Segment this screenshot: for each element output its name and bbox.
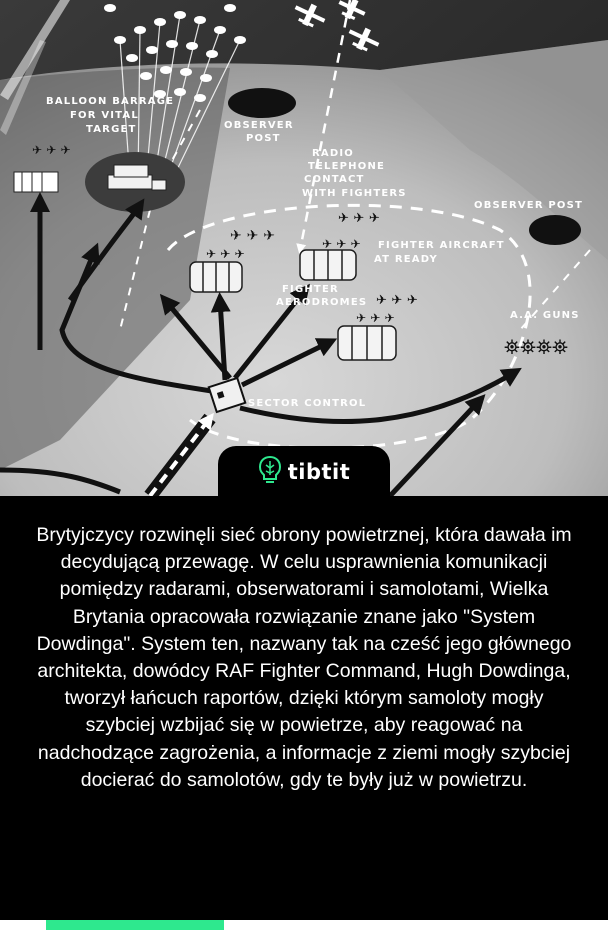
airfield-left	[13, 171, 59, 193]
label-balloon-for-vital: FOR VITAL	[70, 110, 139, 121]
brand-name: tibtit	[287, 460, 351, 484]
label-sector-control: SECTOR CONTROL	[248, 398, 366, 409]
article-text: Brytyjczycy rozwinęli sieć obrony powiet…	[36, 524, 572, 791]
svg-text:✈ ✈ ✈: ✈ ✈ ✈	[206, 247, 245, 261]
label-observer-post-left-1: OBSERVER	[224, 120, 294, 131]
aircraft-formation	[294, 0, 380, 52]
svg-text:✈ ✈ ✈: ✈ ✈ ✈	[32, 143, 71, 157]
svg-text:✈ ✈ ✈: ✈ ✈ ✈	[356, 311, 395, 325]
svg-text:✈ ✈ ✈: ✈ ✈ ✈	[230, 228, 275, 244]
label-radio-3: CONTACT	[304, 174, 365, 185]
label-radio-1: RADIO	[312, 148, 354, 159]
label-fighter-aircraft-2: AT READY	[374, 254, 438, 265]
fighter-aerodromes	[189, 249, 397, 361]
label-radio-4: WITH FIGHTERS	[302, 188, 407, 199]
accent-bar	[46, 920, 224, 930]
label-fighter-aircraft-1: FIGHTER AIRCRAFT	[378, 240, 505, 251]
svg-text:✈ ✈ ✈: ✈ ✈ ✈	[338, 211, 380, 226]
observer-post-left	[228, 88, 296, 118]
fighters-at-ready: ✈ ✈ ✈ ✈ ✈ ✈ ✈ ✈ ✈ ✈ ✈ ✈ ✈ ✈ ✈ ✈ ✈ ✈ ✈ ✈ …	[32, 143, 418, 325]
lightbulb-brain-icon	[258, 455, 282, 490]
svg-text:✈ ✈ ✈: ✈ ✈ ✈	[322, 237, 361, 251]
dowding-system-illustration: ✈ ✈ ✈ ✈ ✈ ✈ ✈ ✈ ✈ ✈ ✈ ✈ ✈ ✈ ✈ ✈ ✈ ✈ ✈ ✈ …	[0, 0, 608, 496]
label-observer-post-left-2: POST	[246, 133, 281, 144]
observer-post-right	[529, 215, 581, 245]
label-balloon-barrage: BALLOON BARRAGE	[46, 96, 174, 107]
label-observer-post-right: OBSERVER POST	[474, 200, 583, 211]
svg-text:⛯⛯⛯⛯: ⛯⛯⛯⛯	[504, 335, 568, 359]
label-fighter-aerodromes-1: FIGHTER	[282, 284, 339, 295]
article-panel: Brytyjczycy rozwinęli sieć obrony powiet…	[0, 496, 608, 920]
label-fighter-aerodromes-2: AERODROMES	[276, 297, 367, 308]
svg-text:✈ ✈ ✈: ✈ ✈ ✈	[376, 293, 418, 308]
aa-guns: ⛯⛯⛯⛯	[504, 335, 568, 359]
label-balloon-target: TARGET	[86, 124, 137, 135]
target-buildings	[107, 164, 167, 191]
barrage-balloons	[104, 4, 246, 102]
communication-lines	[0, 192, 522, 496]
label-aa-guns: A.A. GUNS	[510, 310, 580, 321]
sector-control-building	[207, 376, 247, 414]
label-radio-2: TELEPHONE	[308, 161, 385, 172]
brand-badge: tibtit	[218, 446, 390, 498]
